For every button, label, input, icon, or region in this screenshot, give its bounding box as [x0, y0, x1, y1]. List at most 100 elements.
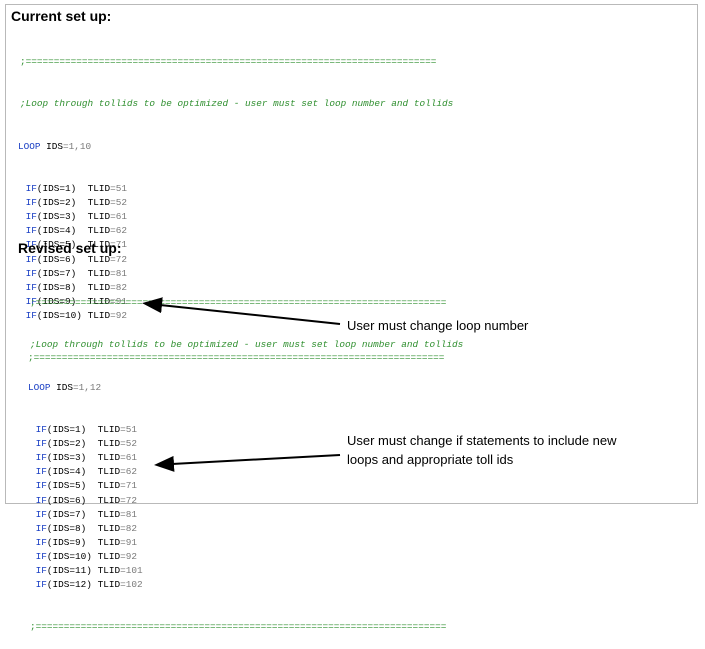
if-arrow — [154, 454, 341, 472]
if-statement-line: IF(IDS=8) TLID=82 — [20, 281, 453, 295]
revised-separator-top: ;=======================================… — [30, 297, 447, 309]
if-condition: (IDS=11) — [46, 564, 92, 576]
revised-comment: ;Loop through tollids to be optimized - … — [30, 339, 464, 351]
if-statement-line: IF(IDS=2) TLID=52 — [20, 196, 453, 210]
if-condition: (IDS=5) — [36, 239, 77, 251]
if-statement-line: IF(IDS=11) TLID=101 — [30, 564, 463, 578]
tlid-keyword: TLID — [87, 197, 111, 209]
tlid-value: =82 — [110, 281, 127, 293]
tlid-keyword: TLID — [87, 267, 111, 279]
if-condition: (IDS=8) — [36, 281, 77, 293]
tlid-keyword: TLID — [87, 253, 111, 265]
if-statement-line: IF(IDS=5) TLID=71 — [20, 238, 453, 252]
tlid-value: =61 — [110, 211, 127, 223]
tlid-keyword: TLID — [87, 239, 111, 251]
if-statement-line: IF(IDS=3) TLID=61 — [20, 210, 453, 224]
if-condition: (IDS=1) — [46, 424, 87, 436]
if-condition: (IDS=1) — [36, 183, 77, 195]
loop-number-note: User must change loop number — [347, 318, 529, 333]
if-statement-line: IF(IDS=9) TLID=91 — [20, 295, 453, 309]
if-condition: (IDS=10) — [36, 309, 82, 321]
revised-separator-bottom: ;=======================================… — [30, 621, 447, 633]
if-statement-line: IF(IDS=5) TLID=71 — [30, 479, 463, 493]
if-statement-line: IF(IDS=8) TLID=82 — [30, 522, 463, 536]
if-keyword: IF — [35, 579, 47, 591]
if-statement-line: IF(IDS=4) TLID=62 — [30, 465, 463, 479]
current-code-block: ;=======================================… — [18, 27, 454, 379]
loop-keyword: LOOP — [18, 140, 41, 152]
loop-keyword: LOOP — [28, 381, 51, 393]
if-statement-line: IF(IDS=1) TLID=51 — [20, 182, 453, 196]
if-keyword: IF — [25, 309, 37, 321]
current-if-statements: IF(IDS=1) TLID=51 IF(IDS=2) TLID=52 IF(I… — [20, 182, 453, 323]
tlid-value: =52 — [110, 197, 127, 209]
tlid-keyword: TLID — [87, 183, 111, 195]
tlid-value: =61 — [120, 452, 137, 464]
current-comment: ;Loop through tollids to be optimized - … — [20, 98, 454, 110]
tlid-keyword: TLID — [87, 281, 111, 293]
tlid-keyword: TLID — [87, 295, 111, 307]
tlid-keyword: TLID — [87, 225, 111, 237]
if-condition: (IDS=4) — [46, 466, 87, 478]
if-statement-line: IF(IDS=2) TLID=52 — [30, 437, 463, 451]
tlid-value: =91 — [120, 536, 137, 548]
if-statement-line: IF(IDS=7) TLID=81 — [20, 267, 453, 281]
if-statement-line: IF(IDS=10) TLID=92 — [20, 309, 453, 323]
tlid-keyword: TLID — [97, 536, 121, 548]
tlid-keyword: TLID — [87, 211, 111, 223]
tlid-keyword: TLID — [97, 564, 121, 576]
if-condition: (IDS=2) — [46, 438, 87, 450]
if-keyword: IF — [35, 550, 47, 562]
if-condition: (IDS=6) — [46, 494, 87, 506]
tlid-value: =102 — [120, 579, 143, 591]
figure-frame — [5, 4, 698, 504]
if-keyword: IF — [35, 424, 47, 436]
if-statements-note: User must change if statements to includ… — [347, 433, 617, 467]
tlid-value: =62 — [110, 225, 127, 237]
if-condition: (IDS=9) — [36, 295, 77, 307]
tlid-value: =91 — [110, 295, 127, 307]
if-keyword: IF — [35, 536, 47, 548]
tlid-value: =51 — [120, 424, 137, 436]
loop-value: =1,12 — [73, 381, 102, 393]
if-statement-line: IF(IDS=1) TLID=51 — [30, 423, 463, 437]
tlid-keyword: TLID — [97, 480, 121, 492]
spacer — [86, 537, 97, 548]
if-keyword: IF — [25, 253, 37, 265]
if-statement-line: IF(IDS=6) TLID=72 — [30, 494, 463, 508]
current-loop-line: LOOP IDS=1,10 — [18, 140, 453, 154]
revised-setup-heading: Revised set up: — [18, 240, 122, 256]
if-condition: (IDS=3) — [46, 452, 87, 464]
tlid-value: =51 — [110, 183, 127, 195]
if-keyword: IF — [35, 522, 47, 534]
if-condition: (IDS=6) — [36, 253, 77, 265]
tlid-value: =72 — [120, 494, 137, 506]
if-keyword: IF — [25, 295, 37, 307]
if-statement-line: IF(IDS=6) TLID=72 — [20, 253, 453, 267]
tlid-keyword: TLID — [97, 452, 121, 464]
tlid-keyword: TLID — [97, 550, 121, 562]
tlid-keyword: TLID — [97, 466, 121, 478]
if-keyword: IF — [25, 281, 37, 293]
if-statement-line: IF(IDS=9) TLID=91 — [30, 536, 463, 550]
tlid-value: =92 — [120, 550, 137, 562]
current-separator-bottom: ;=======================================… — [28, 352, 445, 364]
tlid-value: =82 — [120, 522, 137, 534]
tlid-keyword: TLID — [97, 579, 121, 591]
if-condition: (IDS=3) — [36, 211, 77, 223]
if-keyword: IF — [25, 197, 37, 209]
if-keyword: IF — [35, 494, 47, 506]
if-keyword: IF — [25, 183, 37, 195]
if-condition: (IDS=5) — [46, 480, 87, 492]
if-statement-line: IF(IDS=3) TLID=61 — [30, 451, 463, 465]
if-keyword: IF — [25, 239, 37, 251]
loop-arrow — [142, 297, 341, 325]
tlid-value: =72 — [110, 253, 127, 265]
revised-loop-line: LOOP IDS=1,12 — [28, 381, 463, 395]
if-keyword: IF — [35, 466, 47, 478]
tlid-value: =92 — [110, 309, 127, 321]
tlid-keyword: TLID — [97, 438, 121, 450]
if-keyword: IF — [25, 267, 37, 279]
if-statement-line: IF(IDS=12) TLID=102 — [30, 578, 463, 592]
if-keyword: IF — [25, 211, 37, 223]
